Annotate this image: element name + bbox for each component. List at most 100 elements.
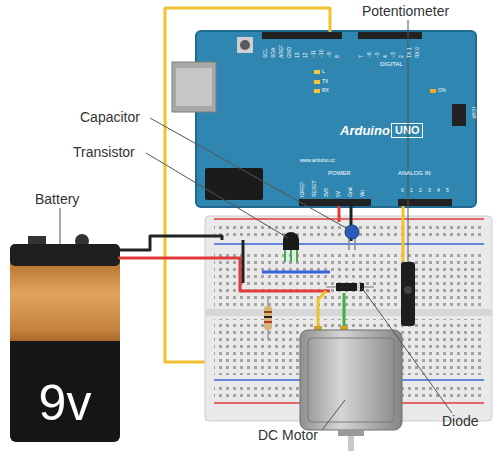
callout-label: DC Motor (258, 428, 318, 442)
resistor-symbol (264, 306, 272, 330)
pin-label: 4 (383, 55, 388, 58)
leader-line (322, 400, 345, 430)
transistor-symbol (283, 232, 299, 250)
leader-line (60, 208, 61, 244)
motor-wire (343, 293, 346, 334)
power-led (430, 89, 436, 93)
pin-label: 0 (401, 188, 404, 193)
pin-label: 3 (428, 188, 431, 193)
5v-wire (338, 206, 341, 222)
pin-label: 4 (437, 188, 440, 193)
ground-rail-line (214, 243, 484, 245)
motor-boss (338, 430, 364, 436)
power-header (299, 199, 371, 206)
potentiometer-symbol (401, 262, 415, 326)
board-model: UNO (391, 123, 423, 138)
led-label: TX (322, 79, 328, 84)
transistor-leg (296, 248, 298, 262)
usb-connector-face (176, 68, 212, 106)
pin-label: 13 (295, 52, 300, 58)
leader-line (146, 153, 288, 238)
jumper-wire (262, 271, 330, 274)
pin-label: ~10 (319, 50, 324, 58)
power-jack (205, 168, 263, 200)
terminal-holes (214, 319, 484, 375)
power-rail-line (214, 402, 484, 404)
callout-label: Capacitor (80, 110, 140, 124)
power-rail-line (214, 218, 484, 220)
pin-label: Vin (360, 190, 365, 197)
digital-header (358, 32, 422, 39)
potentiometer-knob (404, 286, 412, 294)
resistor-band (264, 316, 272, 318)
breadboard-channel (205, 309, 492, 316)
motor-tab (314, 326, 322, 334)
analog-wire (402, 206, 405, 262)
motor-shaft (348, 436, 354, 451)
pin-label: IOREF (300, 182, 305, 197)
led-label: ON (438, 88, 446, 93)
header-label: DIGITAL (380, 61, 403, 67)
pin-label: 8 (335, 55, 340, 58)
pin-label: RESET (312, 180, 317, 197)
digital-header (262, 32, 342, 39)
diode-leg (326, 286, 374, 288)
pin-label: 3V3 (324, 188, 329, 197)
pin-label: Gnd (348, 188, 353, 197)
reset-button (237, 37, 253, 53)
rail-holes (214, 222, 484, 240)
pin-label: ~6 (367, 52, 372, 58)
battery-body: 9v (10, 262, 120, 442)
leader-line (362, 288, 452, 413)
diode-symbol (336, 283, 364, 291)
pin-label: TX 1 (407, 47, 412, 58)
capacitor-leg (354, 236, 356, 250)
battery-clip (10, 244, 120, 266)
callout-label: Potentiometer (362, 4, 449, 18)
callout-label: Transistor (73, 145, 135, 159)
motor-wire (318, 291, 326, 334)
transistor-leg (284, 248, 286, 262)
pin-label: ~9 (327, 52, 332, 58)
board-url: www.arduino.cc (300, 158, 335, 163)
pin-label: 1 (410, 188, 413, 193)
breadboard (205, 216, 492, 421)
pin-label: GND (287, 47, 292, 58)
pin-label: 5V (336, 191, 341, 197)
header-label: ICSP (471, 107, 476, 119)
header-label: POWER (328, 170, 351, 176)
rail-holes (214, 383, 484, 399)
capacitor-symbol (345, 225, 359, 239)
battery-negative-wire (118, 236, 222, 250)
battery-terminal (28, 236, 46, 246)
transistor-leg (290, 248, 292, 262)
diode-band (357, 283, 360, 291)
motor-tab (340, 326, 348, 334)
status-led (314, 89, 320, 93)
icsp-header (452, 104, 466, 126)
pin-label: SCL (263, 48, 268, 58)
terminal-holes (214, 250, 484, 306)
battery-voltage: 9v (10, 378, 120, 428)
status-led (314, 80, 320, 84)
pin-label: 2 (399, 55, 404, 58)
battery-terminal (75, 234, 89, 248)
pin-label: 12 (303, 52, 308, 58)
callout-label: Battery (35, 192, 79, 206)
signal-wire (165, 8, 330, 362)
gnd-wire (350, 206, 353, 241)
leader-line (150, 118, 348, 229)
ground-wire (242, 240, 245, 283)
battery-positive-wire (118, 258, 330, 291)
analog-header (398, 199, 452, 206)
pin-label: 2 (419, 188, 422, 193)
pin-label: SDA (271, 48, 276, 58)
reset-button-cap (240, 40, 250, 50)
ground-rail-line (214, 379, 484, 381)
pin-label: ~3 (391, 52, 396, 58)
led-label: L (322, 69, 325, 74)
motor-body (300, 330, 402, 430)
pin-label: AREF (279, 45, 284, 58)
